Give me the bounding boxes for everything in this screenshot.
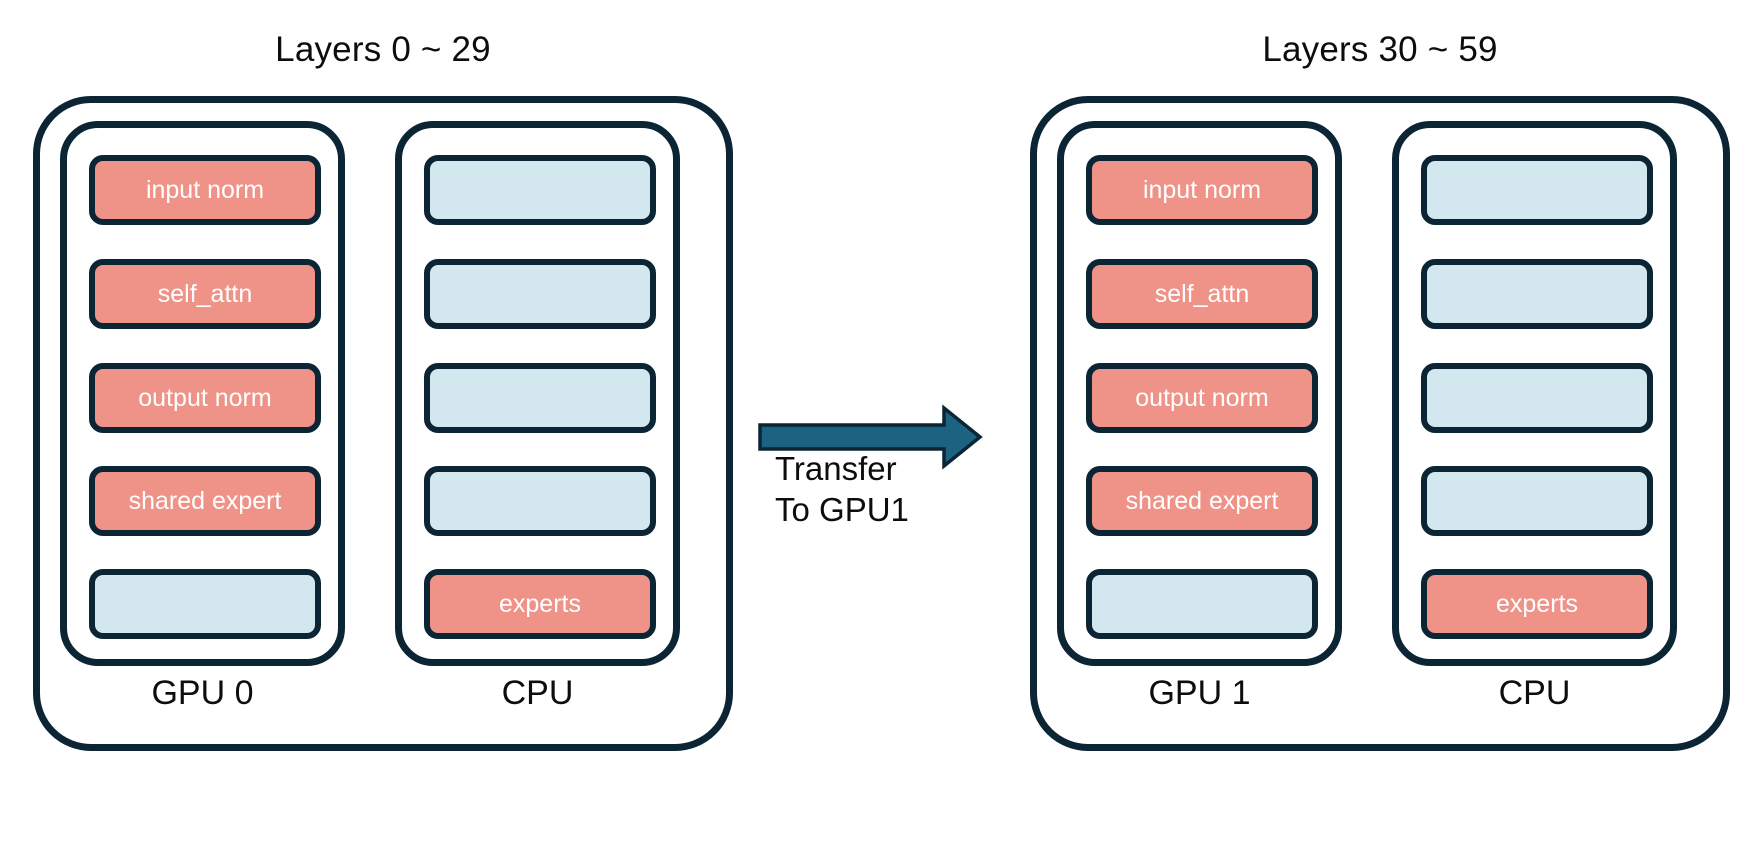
block-self-attn[interactable]: self_attn: [1086, 259, 1318, 329]
block-output-norm[interactable]: output norm: [89, 363, 321, 433]
block-empty-cpu-3[interactable]: [424, 466, 656, 536]
block-experts[interactable]: experts: [1421, 569, 1653, 639]
transfer-label: Transfer To GPU1: [775, 448, 975, 530]
block-empty-gpu[interactable]: [89, 569, 321, 639]
block-empty-cpu-2[interactable]: [424, 363, 656, 433]
block-empty-cpu-1[interactable]: [1421, 259, 1653, 329]
gpu-column-left: input norm self_attn output norm shared …: [60, 121, 345, 666]
block-empty-cpu-0[interactable]: [1421, 155, 1653, 225]
transfer-arrow: [758, 404, 983, 470]
block-output-norm[interactable]: output norm: [1086, 363, 1318, 433]
group-title-right: Layers 30 ~ 59: [1262, 30, 1498, 69]
block-input-norm[interactable]: input norm: [89, 155, 321, 225]
cpu-column-right: experts: [1392, 121, 1677, 666]
block-empty-gpu[interactable]: [1086, 569, 1318, 639]
block-shared-expert[interactable]: shared expert: [1086, 466, 1318, 536]
block-experts[interactable]: experts: [424, 569, 656, 639]
group-title-left: Layers 0 ~ 29: [275, 30, 491, 69]
block-empty-cpu-1[interactable]: [424, 259, 656, 329]
block-empty-cpu-3[interactable]: [1421, 466, 1653, 536]
gpu-column-label-right: GPU 1: [1148, 674, 1251, 712]
cpu-column-label-right: CPU: [1498, 674, 1571, 712]
block-empty-cpu-2[interactable]: [1421, 363, 1653, 433]
block-shared-expert[interactable]: shared expert: [89, 466, 321, 536]
transfer-label-line-1: Transfer: [775, 450, 897, 487]
cpu-column-left: experts: [395, 121, 680, 666]
block-self-attn[interactable]: self_attn: [89, 259, 321, 329]
gpu-column-label-left: GPU 0: [151, 674, 254, 712]
block-input-norm[interactable]: input norm: [1086, 155, 1318, 225]
group-layers-0-29: Layers 0 ~ 29 input norm self_attn outpu…: [33, 30, 733, 751]
cpu-column-label-left: CPU: [501, 674, 574, 712]
transfer-label-line-2: To GPU1: [775, 491, 909, 528]
group-layers-30-59: Layers 30 ~ 59 input norm self_attn outp…: [1030, 30, 1730, 751]
block-empty-cpu-0[interactable]: [424, 155, 656, 225]
gpu-column-right: input norm self_attn output norm shared …: [1057, 121, 1342, 666]
